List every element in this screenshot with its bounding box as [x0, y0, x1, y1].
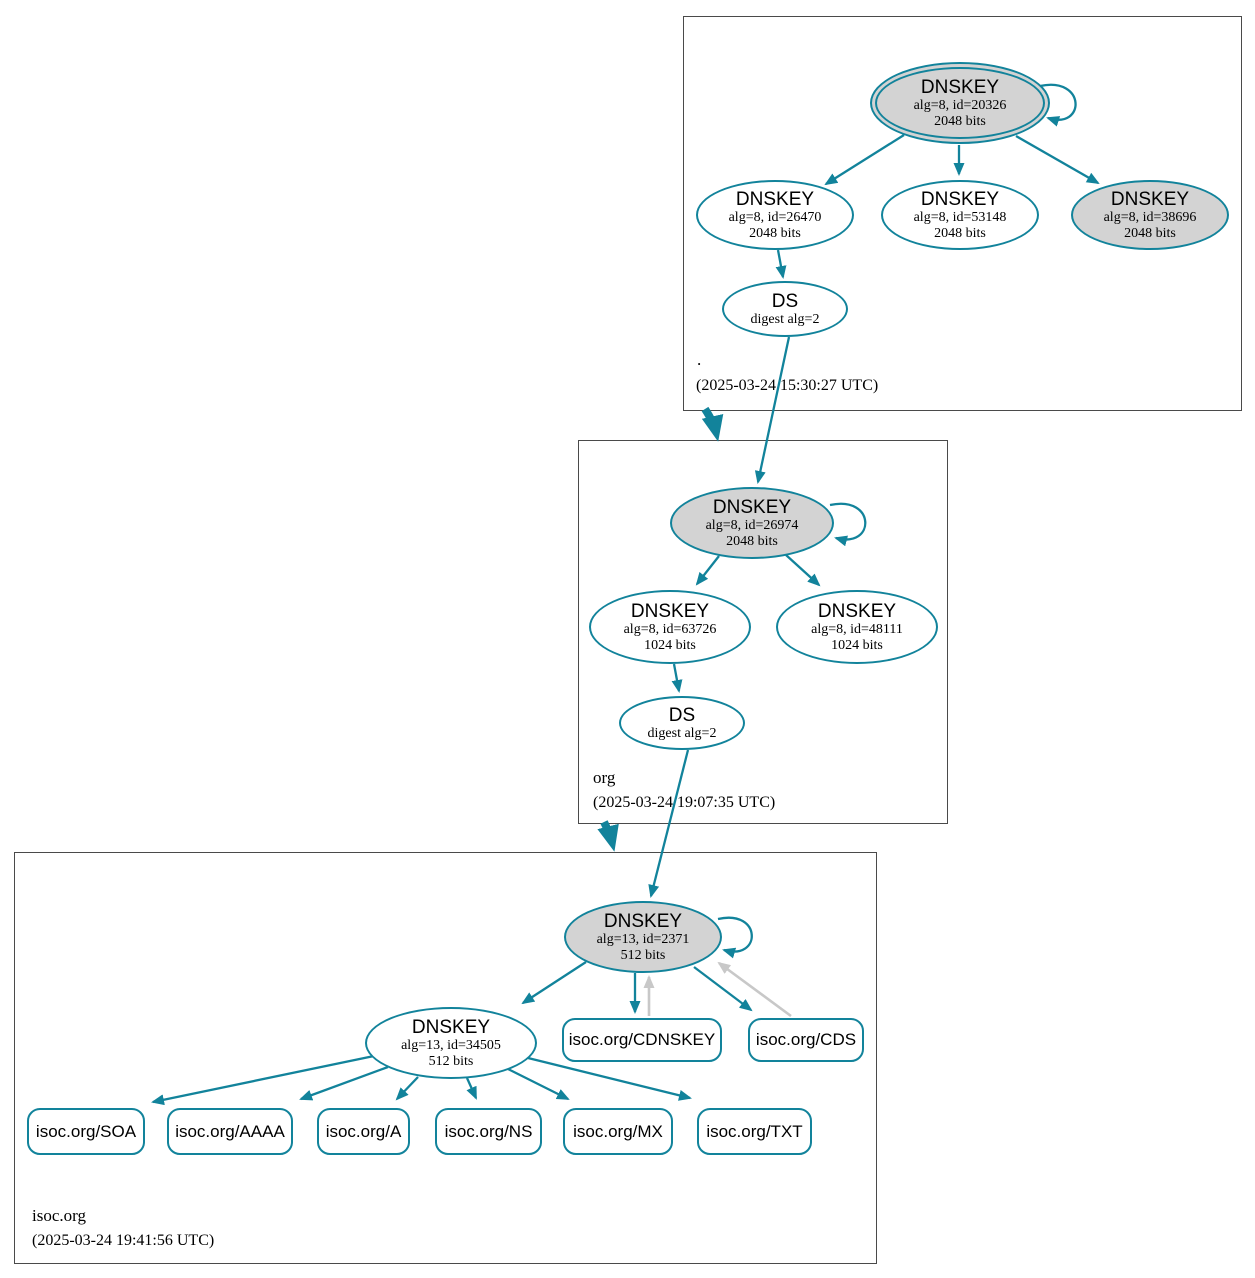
node-ds-root[interactable]: DS digest alg=2	[722, 281, 848, 337]
node-title: DNSKEY	[920, 76, 1000, 98]
node-bits: 2048 bits	[749, 225, 801, 241]
node-title: DNSKEY	[920, 188, 1000, 210]
rrset-soa[interactable]: isoc.org/SOA	[27, 1108, 145, 1155]
node-title: DNSKEY	[712, 496, 792, 518]
node-bits: 512 bits	[428, 1053, 474, 1069]
rrset-mx[interactable]: isoc.org/MX	[563, 1108, 673, 1155]
node-title: DS	[668, 704, 696, 726]
zone-box-isoc-org	[14, 852, 877, 1264]
zone-timestamp-isoc-org: (2025-03-24 19:41:56 UTC)	[32, 1232, 215, 1249]
node-dnskey-53148[interactable]: DNSKEY alg=8, id=53148 2048 bits	[881, 180, 1039, 250]
node-bits: 1024 bits	[644, 637, 696, 653]
node-dnskey-20326[interactable]: DNSKEY alg=8, id=20326 2048 bits	[870, 62, 1050, 144]
zone-label-org: org	[593, 768, 616, 787]
node-digest: digest alg=2	[750, 311, 820, 327]
rrset-txt[interactable]: isoc.org/TXT	[697, 1108, 812, 1155]
zone-timestamp-org: (2025-03-24 19:07:35 UTC)	[593, 794, 776, 811]
node-dnskey-26470[interactable]: DNSKEY alg=8, id=26470 2048 bits	[696, 180, 854, 250]
rrset-aaaa[interactable]: isoc.org/AAAA	[167, 1108, 293, 1155]
edge-zone-root-to-org	[701, 406, 724, 442]
node-dnskey-2371[interactable]: DNSKEY alg=13, id=2371 512 bits	[564, 901, 722, 973]
node-digest: digest alg=2	[647, 725, 717, 741]
node-alg: alg=8, id=63726	[623, 621, 717, 637]
rrset-ns[interactable]: isoc.org/NS	[435, 1108, 542, 1155]
node-alg: alg=8, id=48111	[811, 621, 903, 637]
zone-timestamp-root: (2025-03-24 15:30:27 UTC)	[696, 377, 879, 394]
node-alg: alg=13, id=2371	[596, 931, 690, 947]
node-bits: 1024 bits	[831, 637, 883, 653]
rrset-cdnskey[interactable]: isoc.org/CDNSKEY	[562, 1018, 722, 1062]
node-dnskey-34505[interactable]: DNSKEY alg=13, id=34505 512 bits	[365, 1007, 537, 1079]
node-alg: alg=8, id=20326	[913, 97, 1007, 113]
node-title: DS	[771, 290, 799, 312]
node-bits: 512 bits	[620, 947, 666, 963]
node-bits: 2048 bits	[726, 533, 778, 549]
node-bits: 2048 bits	[934, 113, 986, 129]
node-dnskey-63726[interactable]: DNSKEY alg=8, id=63726 1024 bits	[589, 590, 751, 664]
node-title: DNSKEY	[817, 600, 897, 622]
node-title: DNSKEY	[411, 1016, 491, 1038]
node-bits: 2048 bits	[1124, 225, 1176, 241]
node-alg: alg=13, id=34505	[401, 1037, 501, 1053]
node-alg: alg=8, id=26470	[728, 209, 822, 225]
zone-label-isoc-org: isoc.org	[32, 1206, 86, 1225]
node-alg: alg=8, id=53148	[913, 209, 1007, 225]
node-alg: alg=8, id=26974	[705, 517, 799, 533]
node-title: DNSKEY	[603, 910, 683, 932]
zone-box-root	[683, 16, 1242, 411]
node-dnskey-26974[interactable]: DNSKEY alg=8, id=26974 2048 bits	[670, 487, 834, 559]
node-dnskey-38696[interactable]: DNSKEY alg=8, id=38696 2048 bits	[1071, 180, 1229, 250]
edge-zone-org-to-isoc	[597, 820, 619, 852]
node-bits: 2048 bits	[934, 225, 986, 241]
node-dnskey-48111[interactable]: DNSKEY alg=8, id=48111 1024 bits	[776, 590, 938, 664]
rrset-cds[interactable]: isoc.org/CDS	[748, 1018, 864, 1062]
rrset-a[interactable]: isoc.org/A	[317, 1108, 410, 1155]
node-title: DNSKEY	[1110, 188, 1190, 210]
node-title: DNSKEY	[630, 600, 710, 622]
node-title: DNSKEY	[735, 188, 815, 210]
zone-label-root: .	[697, 350, 702, 369]
node-alg: alg=8, id=38696	[1103, 209, 1197, 225]
node-ds-org[interactable]: DS digest alg=2	[619, 696, 745, 750]
